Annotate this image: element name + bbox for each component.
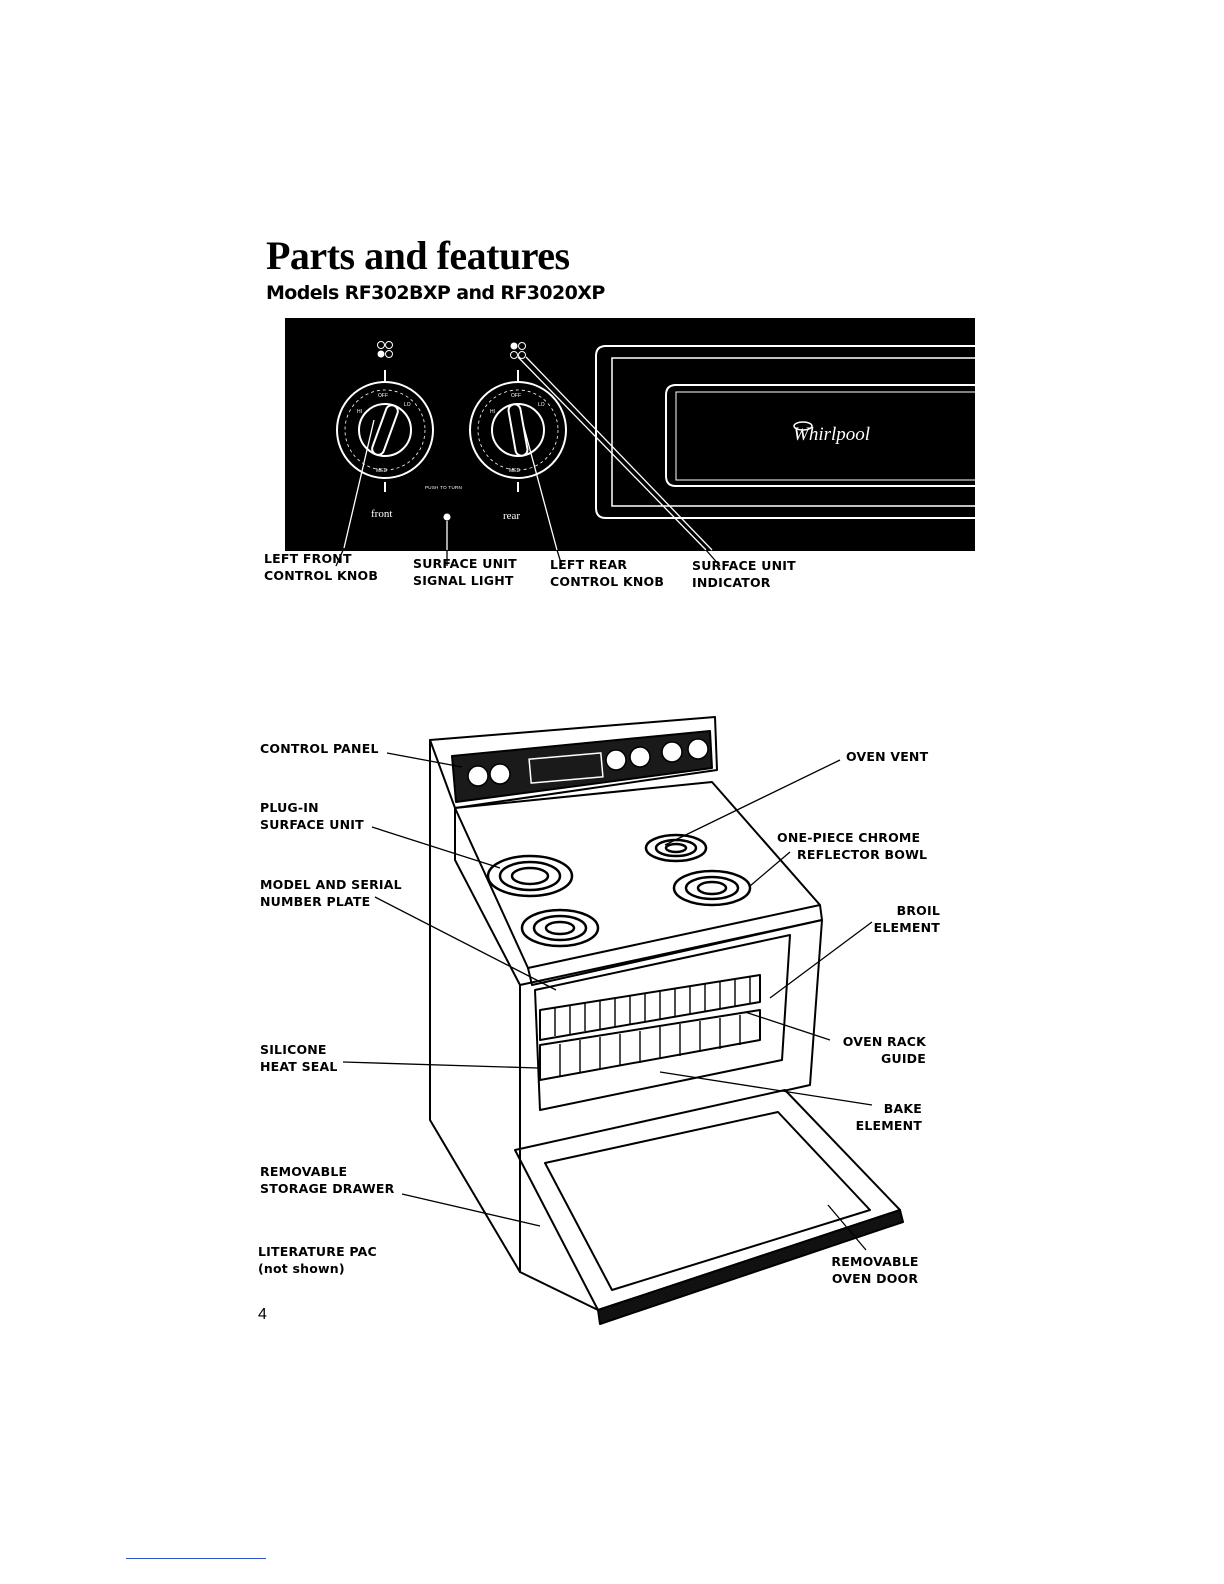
- label-literature-pac: LITERATURE PAC(not shown): [258, 1243, 377, 1277]
- page-number: 4: [258, 1306, 267, 1324]
- oven-opening: [535, 935, 790, 1110]
- oven-rack: [540, 975, 760, 1040]
- label-control-panel: CONTROL PANEL: [260, 740, 379, 757]
- footer-rule: [126, 1558, 266, 1559]
- label-oven-vent: OVEN VENT: [846, 748, 928, 765]
